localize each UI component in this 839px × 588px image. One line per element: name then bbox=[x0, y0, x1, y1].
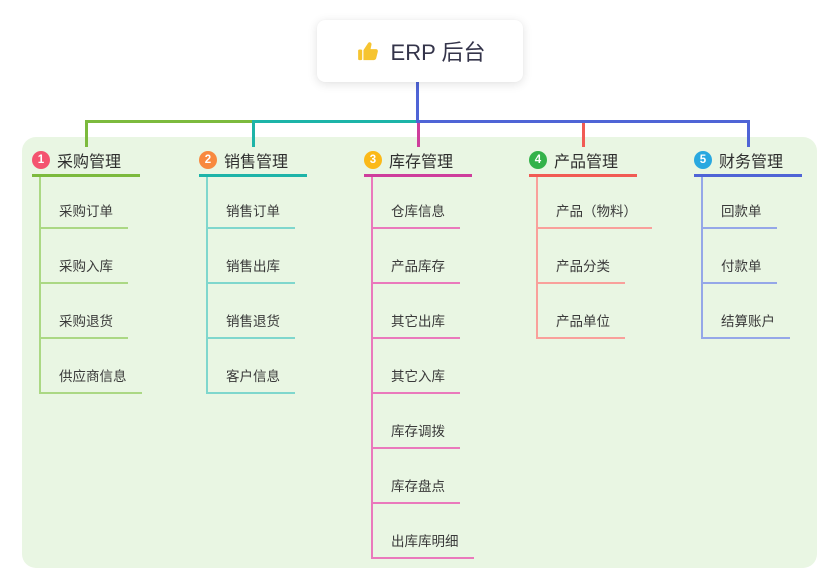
connector-segment-blue bbox=[416, 120, 750, 123]
branch-trunk-line bbox=[536, 177, 538, 339]
child-node[interactable]: 库存盘点 bbox=[371, 470, 460, 504]
connector-segment-green bbox=[85, 120, 254, 123]
root-trunk-line bbox=[416, 81, 419, 122]
branch-title[interactable]: 1 采购管理 bbox=[32, 146, 140, 177]
branch-title-label: 财务管理 bbox=[719, 154, 784, 171]
child-node[interactable]: 采购订单 bbox=[39, 195, 128, 229]
branch-drop-line bbox=[747, 120, 750, 147]
child-node[interactable]: 销售退货 bbox=[206, 305, 295, 339]
child-node[interactable]: 结算账户 bbox=[701, 305, 790, 339]
child-node[interactable]: 销售出库 bbox=[206, 250, 295, 284]
branch-number-badge: 2 bbox=[199, 151, 217, 169]
branch-title-label: 采购管理 bbox=[57, 154, 122, 171]
branch-trunk-line bbox=[206, 177, 208, 394]
child-node[interactable]: 付款单 bbox=[701, 250, 777, 284]
branch-title[interactable]: 4 产品管理 bbox=[529, 146, 637, 177]
branch-title[interactable]: 5 财务管理 bbox=[694, 146, 802, 177]
child-node[interactable]: 其它出库 bbox=[371, 305, 460, 339]
branch-trunk-line bbox=[39, 177, 41, 394]
child-node[interactable]: 供应商信息 bbox=[39, 360, 142, 394]
root-label: ERP 后台 bbox=[390, 40, 486, 65]
branch-number-badge: 4 bbox=[529, 151, 547, 169]
branch-title[interactable]: 3 库存管理 bbox=[364, 146, 472, 177]
child-node[interactable]: 采购退货 bbox=[39, 305, 128, 339]
child-node[interactable]: 仓库信息 bbox=[371, 195, 460, 229]
branch-number-badge: 3 bbox=[364, 151, 382, 169]
branch-title[interactable]: 2 销售管理 bbox=[199, 146, 307, 177]
branch-title-label: 产品管理 bbox=[554, 154, 619, 171]
branch-drop-line bbox=[85, 120, 88, 147]
branch-title-label: 库存管理 bbox=[389, 154, 454, 171]
child-node[interactable]: 产品库存 bbox=[371, 250, 460, 284]
child-node[interactable]: 产品（物料） bbox=[536, 195, 652, 229]
child-node[interactable]: 回款单 bbox=[701, 195, 777, 229]
child-node[interactable]: 产品单位 bbox=[536, 305, 625, 339]
child-node[interactable]: 库存调拨 bbox=[371, 415, 460, 449]
branch-drop-line bbox=[252, 120, 255, 147]
branch-number-badge: 5 bbox=[694, 151, 712, 169]
child-node[interactable]: 产品分类 bbox=[536, 250, 625, 284]
thumbs-up-icon bbox=[355, 39, 380, 64]
branch-number-badge: 1 bbox=[32, 151, 50, 169]
branch-trunk-line bbox=[371, 177, 373, 559]
child-node[interactable]: 销售订单 bbox=[206, 195, 295, 229]
branch-title-label: 销售管理 bbox=[224, 154, 289, 171]
branch-drop-line bbox=[417, 120, 420, 147]
child-node[interactable]: 采购入库 bbox=[39, 250, 128, 284]
connector-segment-teal bbox=[252, 120, 419, 123]
background-panel bbox=[22, 137, 817, 568]
branch-drop-line bbox=[582, 120, 585, 147]
child-node[interactable]: 其它入库 bbox=[371, 360, 460, 394]
branch-trunk-line bbox=[701, 177, 703, 339]
child-node[interactable]: 客户信息 bbox=[206, 360, 295, 394]
root-node[interactable]: ERP 后台 bbox=[317, 20, 523, 82]
child-node[interactable]: 出库库明细 bbox=[371, 525, 474, 559]
